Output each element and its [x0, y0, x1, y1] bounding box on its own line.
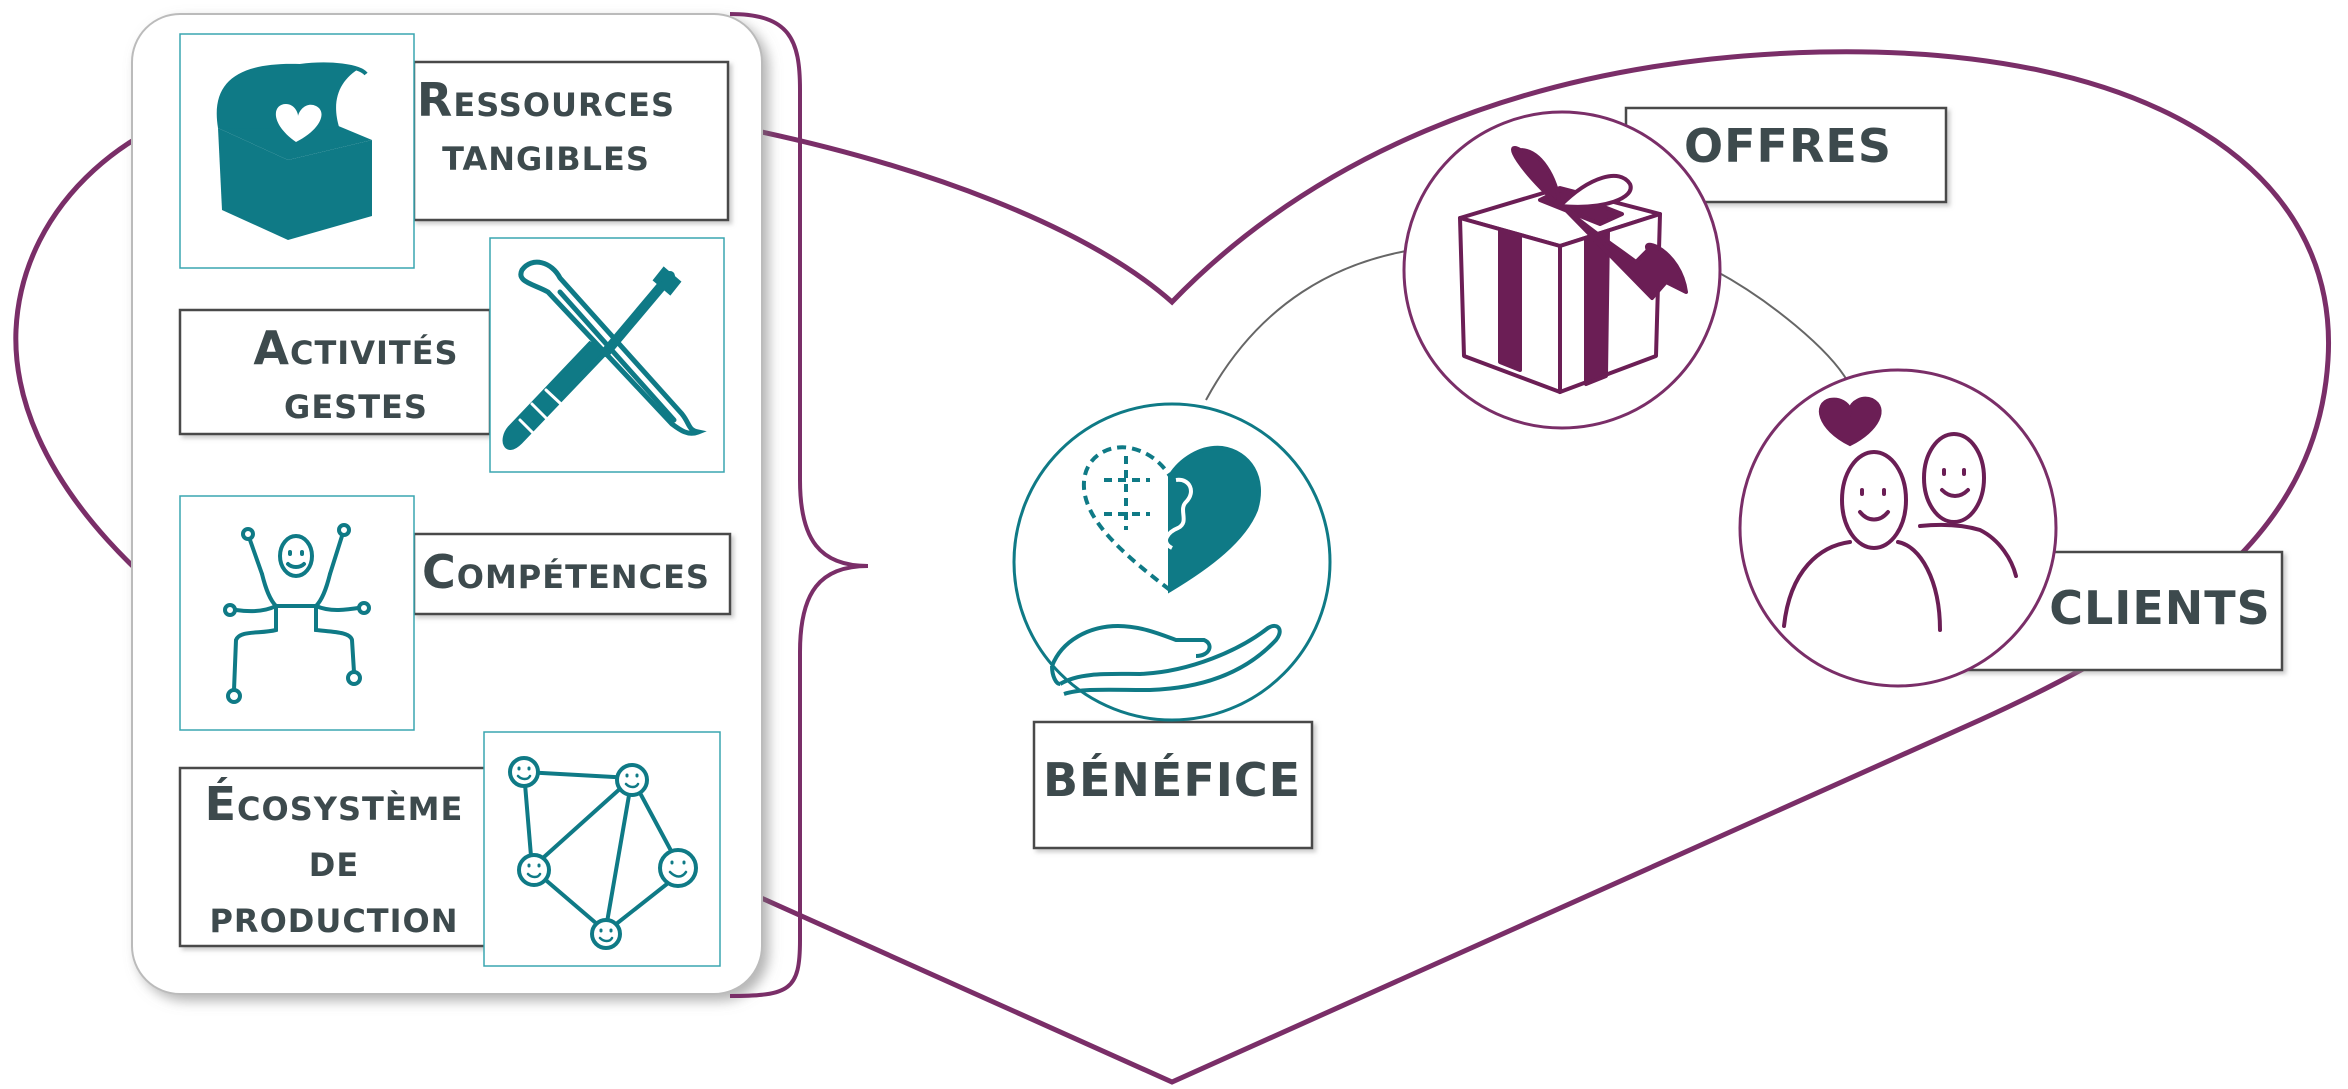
resource-activites: Activités gestes: [178, 237, 725, 473]
resource-label-line: production: [209, 889, 458, 943]
person-circuit-icon: [223, 523, 371, 704]
two-people-heart-icon: [1782, 396, 2018, 632]
resource-label-line: tangibles: [442, 127, 650, 181]
benefice-label: BÉNÉFICE: [1043, 753, 1301, 807]
people-network-icon: [508, 756, 698, 950]
resource-label-line: Écosystème: [205, 777, 464, 831]
resource-label-line: gestes: [284, 375, 428, 429]
gift-box-icon: [1458, 146, 1688, 394]
resource-competences: Compétences: [179, 495, 732, 731]
offres-label: OFFRES: [1684, 119, 1892, 173]
resource-ecosysteme: Écosystème de production: [178, 731, 721, 967]
node-offres: OFFRES: [1402, 106, 1948, 430]
resource-label-line: Activités: [253, 321, 458, 375]
clients-label: CLIENTS: [2049, 581, 2271, 635]
resource-ressources: Ressources tangibles: [179, 33, 730, 269]
node-benefice: BÉNÉFICE: [1012, 402, 1332, 850]
resource-label-line: Ressources: [417, 73, 675, 127]
resource-label-line: Compétences: [422, 545, 710, 599]
treasure-chest-heart-icon: [216, 62, 372, 240]
resource-label-line: de: [309, 833, 359, 887]
curly-brace: [729, 12, 869, 998]
screwdriver-pen-icon: [502, 259, 707, 450]
connection-arc: [1205, 249, 1849, 401]
node-clients: CLIENTS: [1738, 368, 2284, 688]
heart-puzzle-hand-icon: [1050, 445, 1282, 696]
